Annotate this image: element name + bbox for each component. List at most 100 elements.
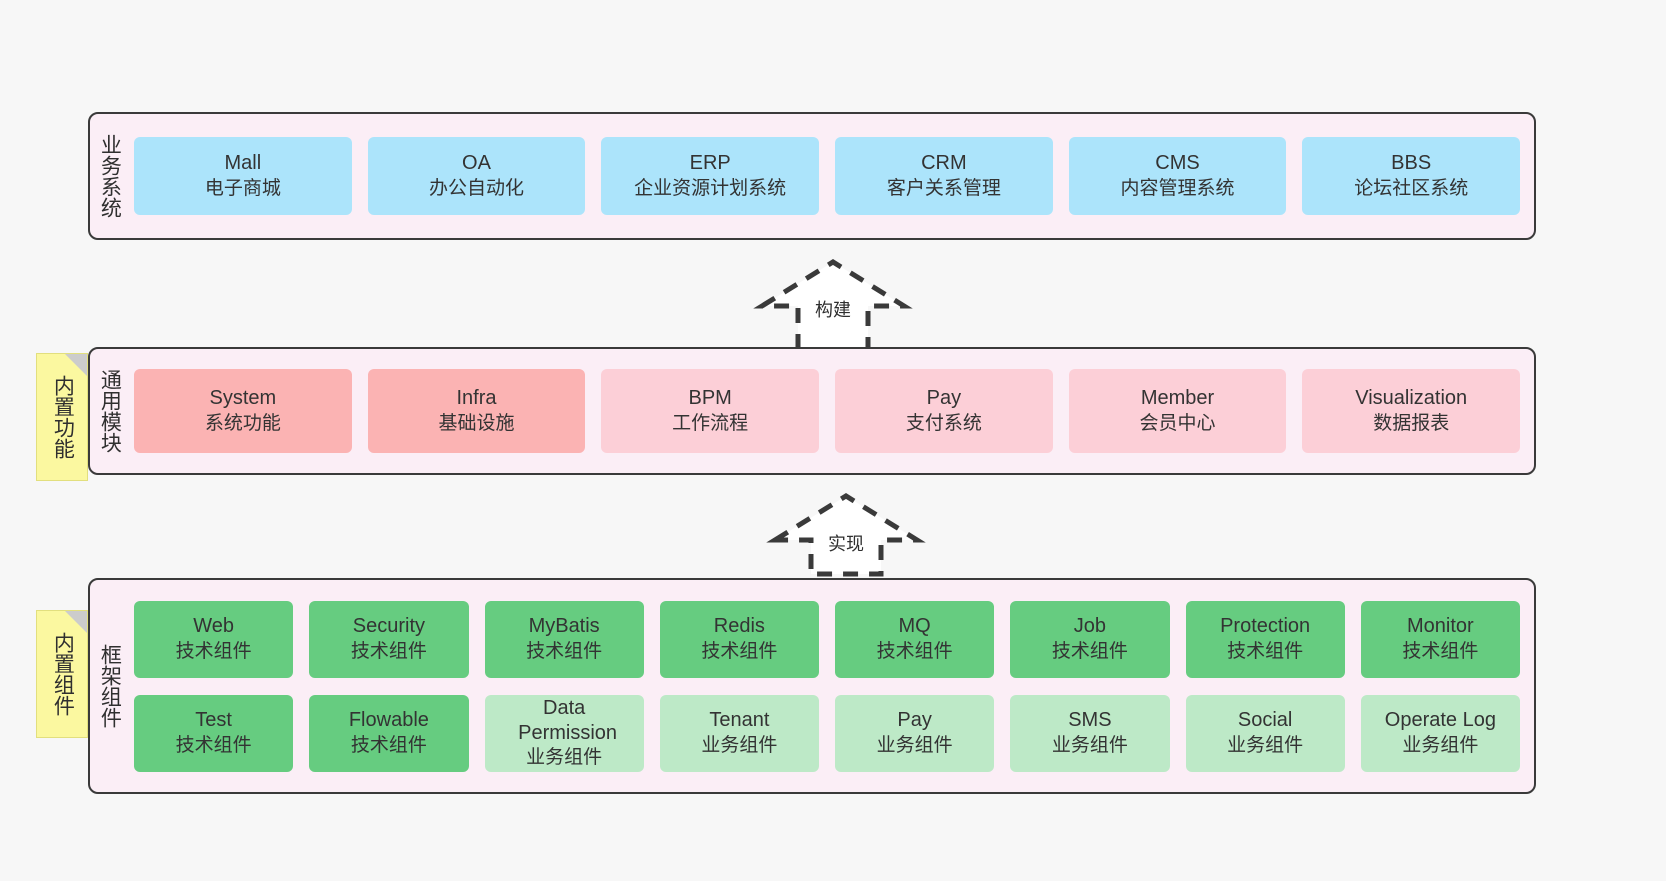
layer-business-system: 业务系统 Mall 电子商城 OA 办公自动化 ERP 企业资源计划系统 CRM… (88, 112, 1536, 240)
node-pay-module-en: Pay (926, 387, 962, 410)
node-erp[interactable]: ERP 企业资源计划系统 (601, 137, 820, 215)
node-job-en: Job (1073, 615, 1106, 638)
node-system[interactable]: System 系统功能 (134, 369, 352, 453)
node-bbs-cn: 论坛社区系统 (1354, 177, 1469, 199)
node-operate-log[interactable]: Operate Log 业务组件 (1360, 694, 1520, 772)
node-cms-en: CMS (1155, 152, 1200, 175)
node-oa-en: OA (462, 152, 491, 175)
node-mybatis-en: MyBatis (528, 615, 600, 638)
node-pay-component-en: Pay (897, 709, 932, 732)
node-bpm[interactable]: BPM 工作流程 (601, 369, 820, 453)
connector-build-shape (753, 259, 913, 363)
node-sms-en: SMS (1068, 709, 1112, 732)
node-web-cn: 技术组件 (175, 640, 252, 662)
node-crm[interactable]: CRM 客户关系管理 (835, 137, 1053, 215)
node-redis-en: Redis (713, 615, 765, 638)
note-builtin-components: 内置组件 (36, 610, 88, 738)
node-operate-log-en: Operate Log (1384, 709, 1496, 732)
node-cms-cn: 内容管理系统 (1120, 177, 1235, 199)
connector-build-label: 构建 (815, 300, 851, 320)
connector-implement-label: 实现 (828, 534, 864, 554)
node-mall-en: Mall (224, 152, 262, 175)
node-pay-module-cn: 支付系统 (905, 412, 982, 434)
node-test[interactable]: Test 技术组件 (134, 694, 294, 772)
connector-implement-shape (766, 493, 926, 577)
framework-row-business: Test 技术组件 Flowable 技术组件 Data Permission … (134, 694, 1520, 772)
node-monitor-en: Monitor (1407, 615, 1474, 638)
node-tenant-cn: 业务组件 (701, 734, 778, 756)
node-web-en: Web (193, 615, 234, 638)
node-crm-en: CRM (921, 152, 967, 175)
layer-common-modules: 通用模块 System 系统功能 Infra 基础设施 BPM 工作流程 Pay… (88, 347, 1536, 475)
connector-build: 构建 (753, 258, 913, 363)
node-mybatis[interactable]: MyBatis 技术组件 (484, 600, 644, 678)
layer-body-framework: Web 技术组件 Security 技术组件 MyBatis 技术组件 Redi… (128, 580, 1534, 792)
node-web[interactable]: Web 技术组件 (134, 600, 294, 678)
node-monitor[interactable]: Monitor 技术组件 (1360, 600, 1520, 678)
node-oa-cn: 办公自动化 (429, 177, 525, 199)
node-job[interactable]: Job 技术组件 (1010, 600, 1170, 678)
node-bpm-en: BPM (688, 387, 732, 410)
node-infra-cn: 基础设施 (438, 412, 515, 434)
node-test-cn: 技术组件 (175, 734, 252, 756)
node-test-en: Test (195, 709, 232, 732)
node-visualization-cn: 数据报表 (1373, 412, 1450, 434)
node-crm-cn: 客户关系管理 (886, 177, 1001, 199)
node-redis[interactable]: Redis 技术组件 (659, 600, 819, 678)
node-member[interactable]: Member 会员中心 (1068, 369, 1287, 453)
note-builtin-features: 内置功能 (36, 353, 88, 481)
node-social-en: Social (1237, 709, 1293, 732)
node-data-permission-cn: 业务组件 (526, 747, 603, 769)
node-operate-log-cn: 业务组件 (1402, 734, 1479, 756)
node-sms[interactable]: SMS 业务组件 (1010, 694, 1170, 772)
node-social[interactable]: Social 业务组件 (1185, 694, 1345, 772)
node-protection-cn: 技术组件 (1227, 640, 1304, 662)
connector-implement: 实现 (766, 492, 926, 577)
node-security[interactable]: Security 技术组件 (309, 600, 469, 678)
node-system-cn: 系统功能 (204, 412, 281, 434)
node-mall-cn: 电子商城 (204, 177, 281, 199)
note-builtin-components-label: 内置组件 (51, 632, 75, 716)
node-pay-component-cn: 业务组件 (876, 734, 953, 756)
layer-title-framework: 框架组件 (98, 644, 122, 728)
layer-framework-components: 框架组件 Web 技术组件 Security 技术组件 MyBatis 技术组件… (88, 578, 1536, 794)
layer-title-modules: 通用模块 (98, 369, 122, 453)
node-redis-cn: 技术组件 (701, 640, 778, 662)
node-flowable[interactable]: Flowable 技术组件 (309, 694, 469, 772)
node-tenant[interactable]: Tenant 业务组件 (659, 694, 819, 772)
node-protection[interactable]: Protection 技术组件 (1185, 600, 1345, 678)
node-bbs-en: BBS (1391, 152, 1432, 175)
node-bbs[interactable]: BBS 论坛社区系统 (1302, 137, 1521, 215)
node-member-cn: 会员中心 (1139, 412, 1216, 434)
note-builtin-features-label: 内置功能 (51, 375, 75, 459)
node-mq-cn: 技术组件 (876, 640, 953, 662)
node-visualization[interactable]: Visualization 数据报表 (1302, 369, 1521, 453)
node-sms-cn: 业务组件 (1051, 734, 1128, 756)
node-system-en: System (209, 387, 277, 410)
node-flowable-en: Flowable (348, 709, 429, 732)
node-oa[interactable]: OA 办公自动化 (367, 137, 586, 215)
node-member-en: Member (1140, 387, 1215, 410)
layer-body-modules: System 系统功能 Infra 基础设施 BPM 工作流程 Pay 支付系统… (128, 349, 1534, 473)
framework-row-tech: Web 技术组件 Security 技术组件 MyBatis 技术组件 Redi… (134, 600, 1520, 678)
node-cms[interactable]: CMS 内容管理系统 (1068, 137, 1287, 215)
node-pay-module[interactable]: Pay 支付系统 (835, 369, 1053, 453)
node-mq-en: MQ (898, 615, 931, 638)
node-infra[interactable]: Infra 基础设施 (367, 369, 586, 453)
node-protection-en: Protection (1220, 615, 1311, 638)
node-mall[interactable]: Mall 电子商城 (134, 137, 352, 215)
node-pay-component[interactable]: Pay 业务组件 (835, 694, 995, 772)
layer-title-business: 业务系统 (98, 134, 122, 218)
node-infra-en: Infra (456, 387, 497, 410)
node-mq[interactable]: MQ 技术组件 (835, 600, 995, 678)
node-flowable-cn: 技术组件 (350, 734, 427, 756)
node-data-permission-en: Data Permission (518, 696, 618, 745)
layer-body-business: Mall 电子商城 OA 办公自动化 ERP 企业资源计划系统 CRM 客户关系… (128, 114, 1534, 238)
node-visualization-en: Visualization (1355, 387, 1468, 410)
node-tenant-en: Tenant (709, 709, 770, 732)
node-monitor-cn: 技术组件 (1402, 640, 1479, 662)
node-mybatis-cn: 技术组件 (526, 640, 603, 662)
node-job-cn: 技术组件 (1051, 640, 1128, 662)
node-data-permission[interactable]: Data Permission 业务组件 (484, 694, 644, 772)
